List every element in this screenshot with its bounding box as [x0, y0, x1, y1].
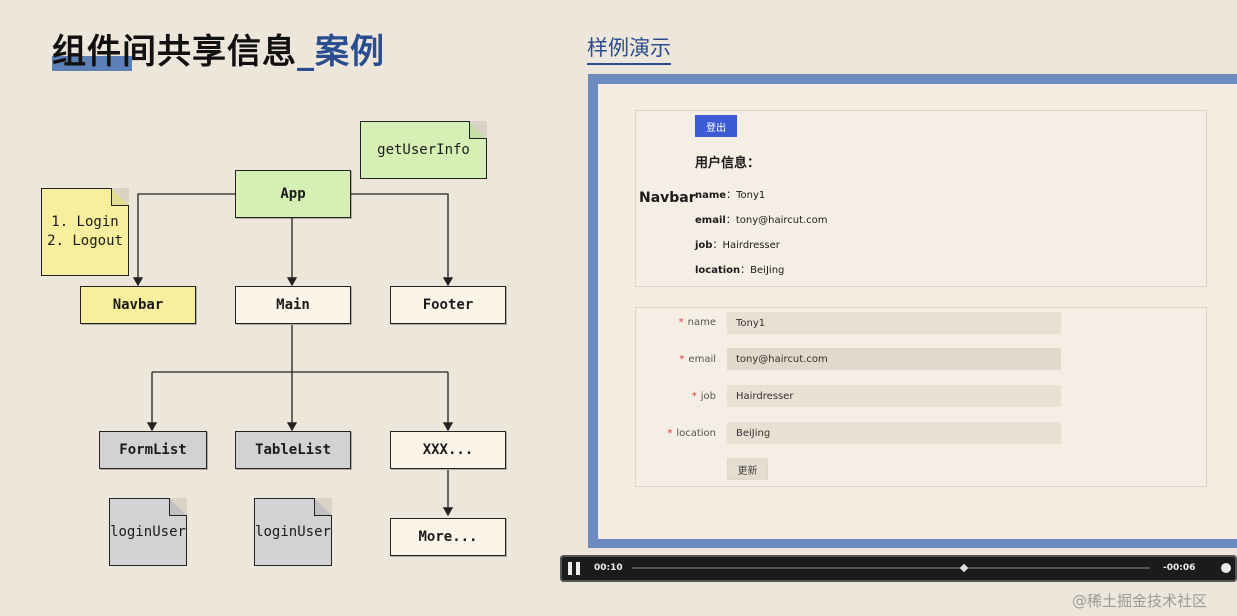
note-login-logout: 1. Login 2. Logout [41, 188, 129, 276]
node-more: More... [390, 518, 506, 556]
info-sep: ： [726, 190, 737, 201]
remaining-time: -00:06 [1163, 563, 1196, 573]
edge-app-navbar [132, 193, 235, 287]
user-info-title: 用户信息： [695, 156, 761, 171]
node-xxx: XXX... [390, 431, 506, 469]
info-value: tony@haircut.com [735, 215, 828, 226]
note-login-user-text: loginUser [255, 524, 331, 540]
note-login-user-formlist: loginUser [109, 498, 187, 566]
name-input[interactable] [727, 312, 1061, 334]
form-label-text: location [676, 428, 716, 439]
info-row-email: email：tony@haircut.com [695, 211, 828, 226]
note-line-logout: 2. Logout [47, 233, 123, 249]
email-input[interactable] [727, 348, 1061, 370]
node-navbar: Navbar [80, 286, 196, 324]
page-title-main: 组件间共享信息 [52, 32, 297, 72]
note-line-login: 1. Login [51, 214, 119, 230]
progress-track[interactable] [632, 567, 1150, 569]
note-fold [169, 498, 187, 516]
required-mark: * [667, 428, 673, 439]
location-input[interactable] [727, 422, 1061, 444]
form-label-text: name [687, 317, 716, 328]
form-label-text: job [700, 391, 716, 402]
info-row-location: location：BeiJing [695, 261, 784, 276]
info-row-name: name：Tony1 [695, 186, 765, 201]
node-formlist: FormList [99, 431, 207, 469]
required-mark: * [678, 317, 684, 328]
info-key: name [695, 190, 727, 201]
note-login-user-text: loginUser [110, 524, 186, 540]
form-label-email: *email [626, 354, 716, 365]
info-key: email [695, 215, 726, 226]
logout-button[interactable]: 登出 [695, 115, 737, 137]
required-mark: * [679, 354, 685, 365]
info-value: Hairdresser [722, 240, 780, 251]
node-footer: Footer [390, 286, 506, 324]
info-value: Tony1 [736, 190, 766, 201]
diagram-connectors [132, 193, 454, 517]
info-key: location [695, 265, 741, 276]
form-label-job: *job [626, 391, 716, 402]
edge-app-footer [350, 193, 454, 287]
watermark: @稀土掘金技术社区 [1072, 592, 1208, 610]
pause-icon[interactable] [568, 562, 580, 575]
demo-title: 样例演示 [587, 32, 671, 65]
form-label-location: *location [626, 428, 716, 439]
note-get-user-info: getUserInfo [360, 121, 487, 179]
node-tablelist: TableList [235, 431, 351, 469]
info-value: BeiJing [750, 265, 785, 276]
note-get-user-info-text: getUserInfo [377, 142, 470, 158]
volume-knob-icon[interactable] [1221, 563, 1231, 573]
node-main: Main [235, 286, 351, 324]
navbar-card [635, 110, 1207, 287]
note-fold [111, 188, 129, 206]
info-row-job: job：Hairdresser [695, 236, 780, 251]
current-time: 00:10 [594, 563, 623, 573]
update-button[interactable]: 更新 [727, 458, 768, 480]
navbar-label: Navbar [639, 190, 696, 206]
job-input[interactable] [727, 385, 1061, 407]
note-login-user-tablelist: loginUser [254, 498, 332, 566]
component-diagram: getUserInfo 1. Login 2. Logout App Navba… [0, 90, 560, 590]
form-label-text: email [688, 354, 716, 365]
info-key: job [695, 240, 713, 251]
note-fold [469, 121, 487, 139]
info-sep: ： [740, 265, 751, 276]
node-app: App [235, 170, 351, 218]
info-sep: ： [725, 215, 736, 226]
info-sep: ： [712, 240, 723, 251]
page-title: 组件间共享信息_案例 [52, 24, 385, 73]
form-label-name: *name [626, 317, 716, 328]
note-fold [314, 498, 332, 516]
title-underline-bar [52, 56, 132, 71]
required-mark: * [691, 391, 697, 402]
page-title-suffix: _案例 [297, 32, 385, 72]
